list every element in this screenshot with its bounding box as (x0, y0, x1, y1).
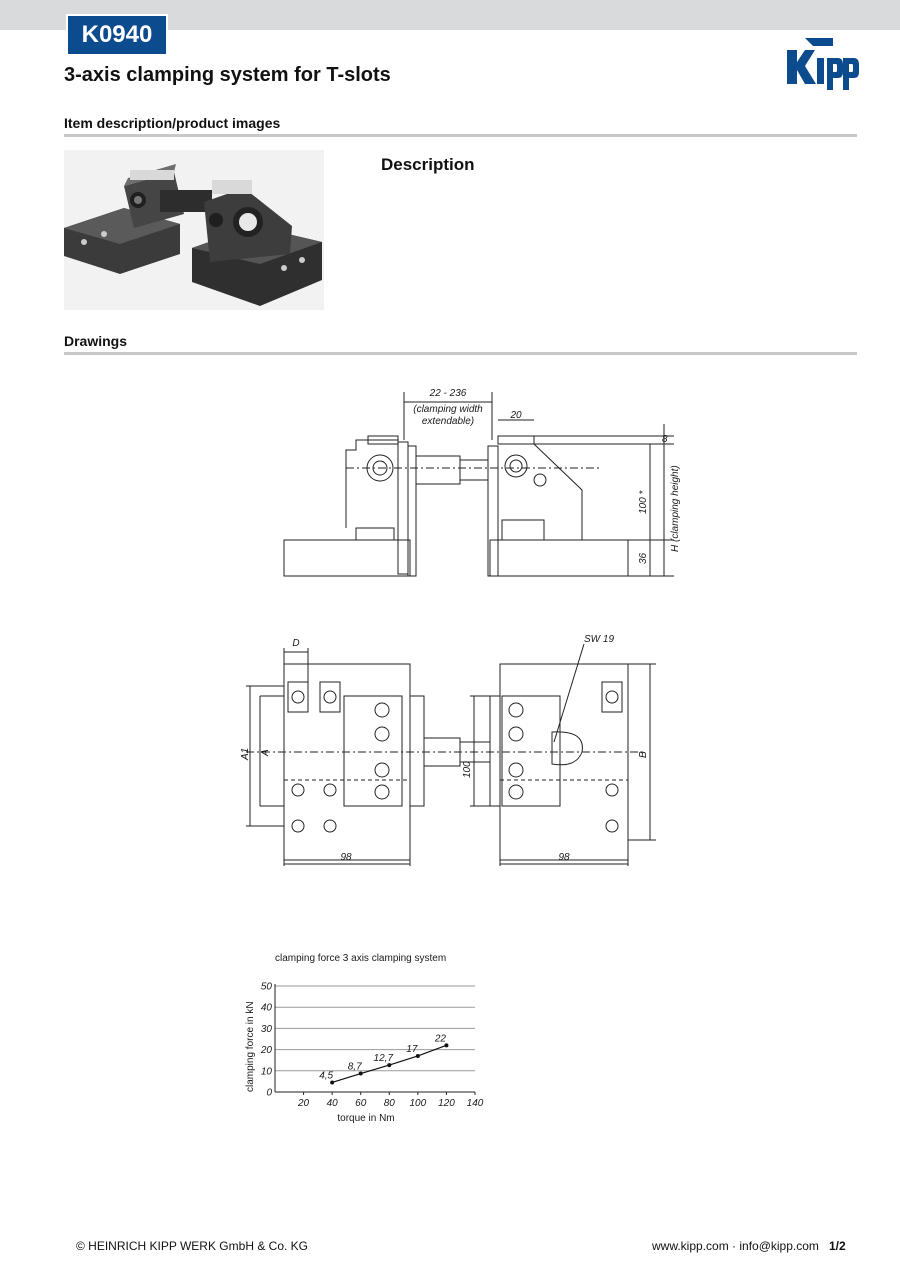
data-label: 8,7 (348, 1062, 362, 1073)
dim-a1: A1 (240, 748, 251, 761)
product-image (64, 150, 324, 310)
dim-98-right: 98 (558, 852, 570, 863)
page-title: 3-axis clamping system for T-slots (64, 64, 391, 86)
section-drawings: Drawings (64, 333, 128, 349)
x-tick-label: 100 (410, 1098, 427, 1109)
chart-ticks: 0 10 20 30 40 50 20 40 60 80 100 120 140 (260, 982, 484, 1110)
data-label: 22 (434, 1033, 447, 1044)
data-point (444, 1043, 449, 1048)
chart-xlabel: torque in Nm (337, 1113, 394, 1124)
chart-title: clamping force 3 axis clamping system (275, 953, 446, 964)
dim-8: 8 (662, 434, 668, 445)
footer-page-number: 1/2 (829, 1239, 846, 1253)
footer-copyright: © HEINRICH KIPP WERK GmbH & Co. KG (76, 1239, 308, 1253)
dim-98-left: 98 (340, 852, 352, 863)
chart-grid (274, 984, 476, 1095)
y-tick-label: 40 (261, 1003, 273, 1014)
footer-contact: www.kipp.com · info@kipp.com (652, 1239, 819, 1253)
clamping-force-chart: clamping force 3 axis clamping system 0 1… (245, 953, 484, 1124)
dim-clamping-width-1: (clamping width (413, 404, 483, 415)
data-label: 12,7 (374, 1053, 394, 1064)
y-tick-label: 20 (260, 1045, 273, 1056)
top-view-drawing: D SW 19 A1 A 100 B 98 98 (240, 634, 656, 866)
y-tick-label: 10 (261, 1066, 273, 1077)
section-rule (64, 352, 857, 355)
data-label: 4,5 (319, 1070, 333, 1081)
dim-d: D (292, 638, 299, 649)
dim-clamping-width-2: extendable) (422, 416, 474, 427)
dim-clamping-height: H (clamping height) (670, 465, 681, 552)
section-item-description: Item description/product images (64, 115, 281, 131)
y-tick-label: 0 (266, 1088, 272, 1099)
dim-100: 100 (462, 761, 473, 778)
x-tick-label: 120 (438, 1098, 455, 1109)
y-tick-label: 30 (261, 1024, 273, 1035)
dim-36: 36 (638, 552, 649, 564)
x-tick-label: 40 (327, 1098, 339, 1109)
dim-width-range: 22 - 236 (429, 388, 467, 399)
dim-100-star: 100 * (638, 490, 649, 514)
dim-a: A (260, 749, 271, 757)
data-point (358, 1071, 363, 1076)
dim-sw: SW 19 (584, 634, 614, 645)
chart-series: 4,5 8,7 12,7 17 22 (319, 1033, 449, 1085)
data-point (330, 1080, 335, 1085)
x-tick-label: 60 (355, 1098, 367, 1109)
kipp-logo (783, 38, 859, 92)
x-tick-label: 140 (467, 1098, 484, 1109)
chart-ylabel: clamping force in kN (245, 1001, 256, 1092)
description-heading: Description (381, 155, 475, 174)
section-rule (64, 134, 857, 137)
item-code-badge: K0940 (66, 14, 168, 56)
data-label: 17 (406, 1044, 418, 1055)
y-tick-label: 50 (261, 982, 273, 993)
x-tick-label: 20 (297, 1098, 310, 1109)
dim-b: B (638, 751, 649, 758)
dim-20: 20 (509, 410, 522, 421)
side-view-drawing: 22 - 236 (clamping width extendable) 20 … (283, 388, 681, 577)
x-tick-label: 80 (384, 1098, 396, 1109)
data-point (387, 1063, 392, 1068)
data-point (415, 1053, 420, 1058)
